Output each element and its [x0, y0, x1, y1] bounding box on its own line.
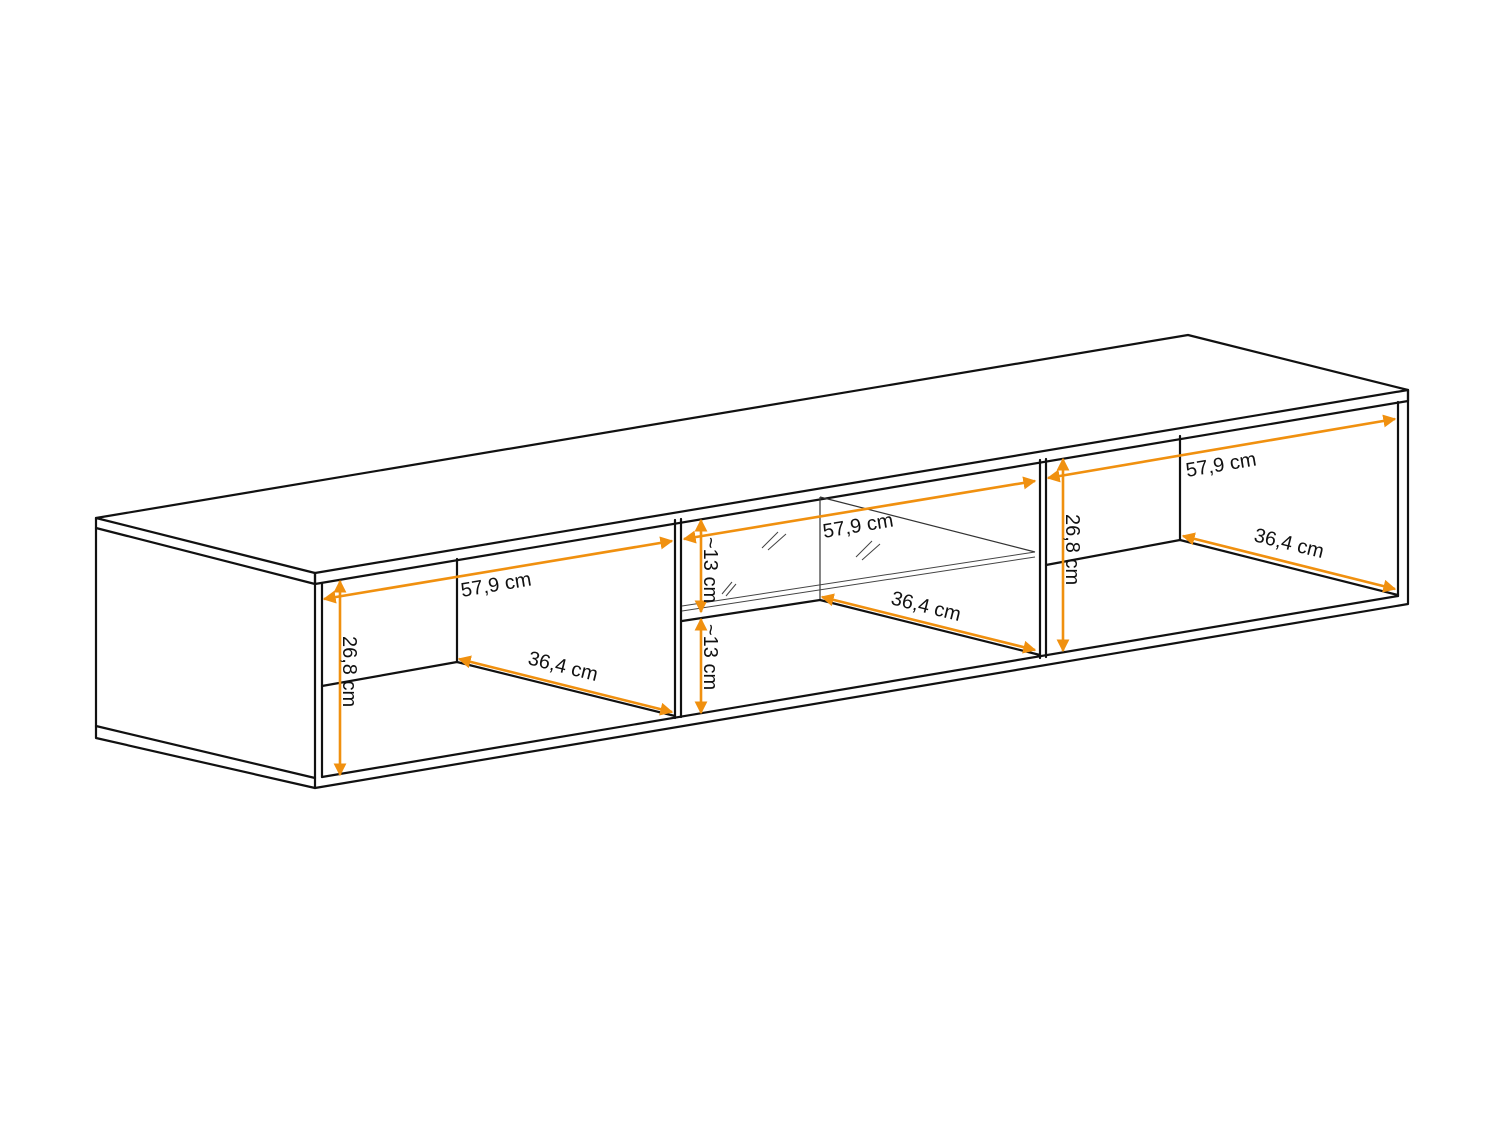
- width-arrow-middle: [682, 476, 1037, 544]
- depth-arrow-right: [1181, 532, 1397, 593]
- glass-reflection-icon: [721, 581, 737, 597]
- glass-reflection-icon: [855, 540, 881, 561]
- top-surface: [94, 333, 1410, 575]
- left-side-bottom-edge: [94, 724, 317, 780]
- depth-label-left: 36,4 cm: [526, 648, 600, 687]
- left-side-panel: [94, 516, 317, 790]
- glass-shelf-front: [681, 551, 1036, 607]
- height-label-left: 26,8 cm: [338, 636, 360, 707]
- glass-shelf-front-2: [681, 556, 1036, 612]
- middle-shelf: [680, 598, 822, 623]
- glass-reflection-icon: [761, 531, 787, 551]
- upper-height-label-middle: ~13 cm: [699, 537, 721, 603]
- depth-arrow-middle: [820, 593, 1037, 654]
- bottom-inner-edge: [320, 594, 1400, 779]
- left-side-top-edge: [94, 526, 317, 586]
- top-front-edge: [313, 388, 1410, 586]
- bottom-front-edge: [313, 388, 1410, 790]
- width-arrow-left: [322, 536, 674, 604]
- width-arrow-right: [1046, 414, 1397, 483]
- height-label-right: 26,8 cm: [1061, 514, 1083, 585]
- depth-arrow-left: [457, 655, 674, 716]
- dimension-lines: [322, 414, 1397, 777]
- cabinet-outline: [94, 333, 1410, 790]
- lower-height-label-middle: ~13 cm: [699, 624, 721, 690]
